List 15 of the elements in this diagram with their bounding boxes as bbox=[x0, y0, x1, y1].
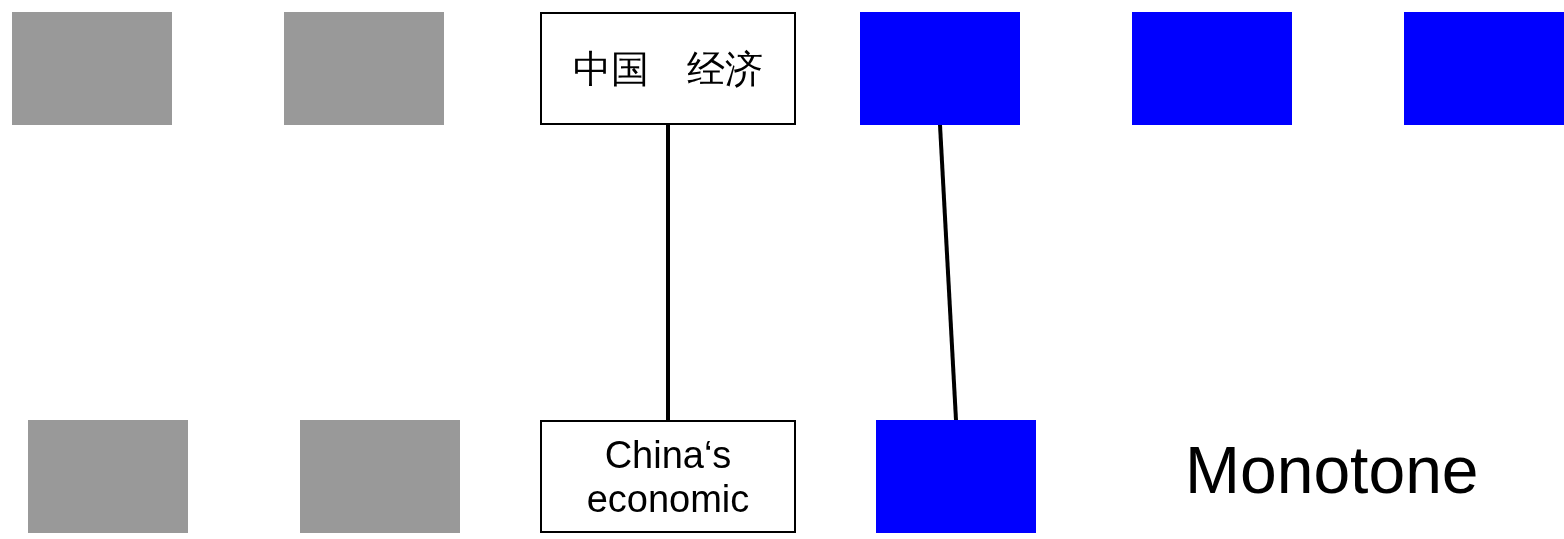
filled-box bbox=[12, 12, 172, 125]
text-box bbox=[540, 420, 796, 533]
filled-box bbox=[876, 420, 1036, 533]
filled-box bbox=[1132, 12, 1292, 125]
word-text: 中国 经济 bbox=[573, 46, 763, 91]
filled-box bbox=[1404, 12, 1564, 125]
filled-box bbox=[860, 12, 1020, 125]
text-box bbox=[540, 12, 796, 125]
annotation-text: Monotone bbox=[1185, 432, 1479, 509]
filled-box bbox=[300, 420, 460, 533]
filled-box bbox=[284, 12, 444, 125]
alignment-line bbox=[938, 124, 958, 421]
alignment-line bbox=[666, 125, 670, 420]
word-text: China‘s economic bbox=[585, 432, 751, 521]
filled-box bbox=[28, 420, 188, 533]
